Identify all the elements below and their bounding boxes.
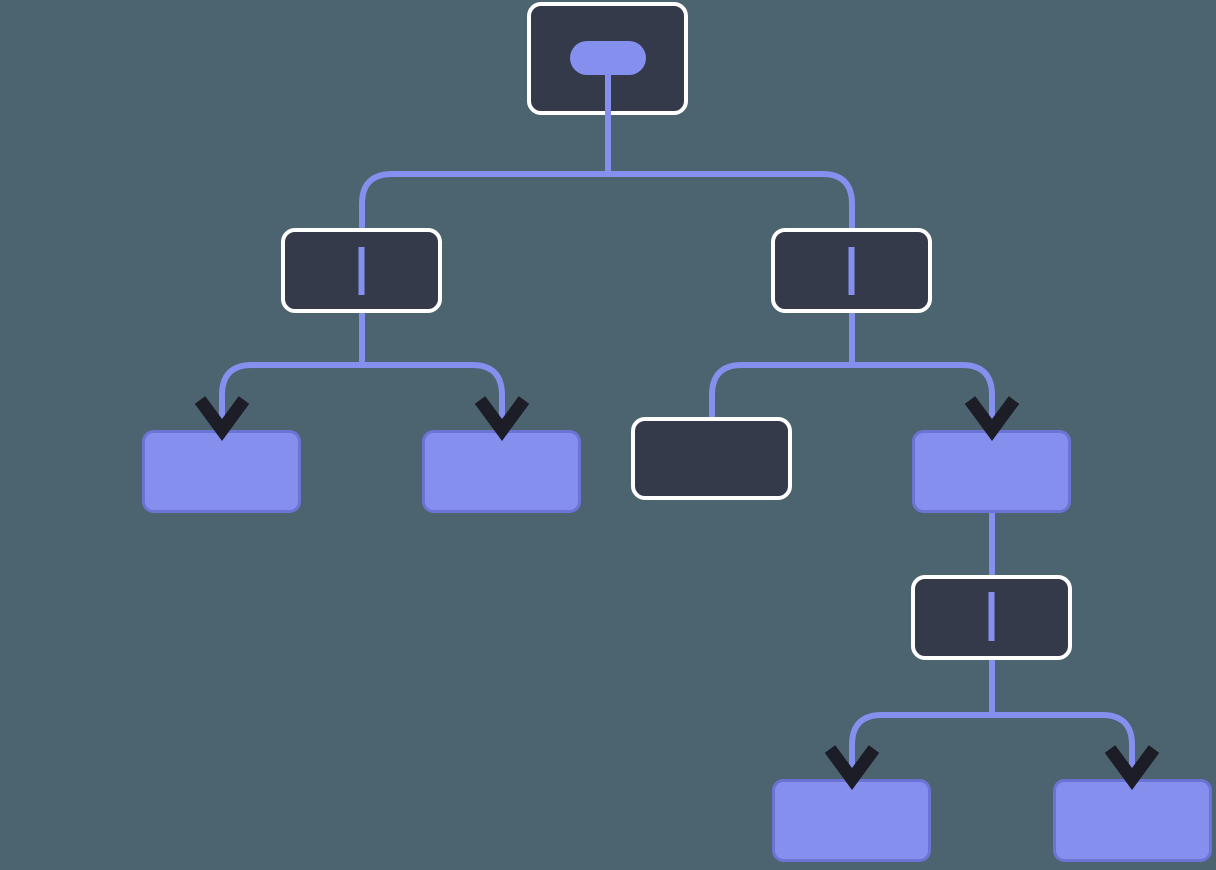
node-root[interactable] — [527, 2, 688, 115]
arrow-icon-arrow-l4-right — [1104, 745, 1160, 790]
node-layer — [142, 2, 1212, 862]
node-l2-a[interactable] — [142, 430, 301, 513]
connector-e-bus2r-c — [709, 362, 852, 419]
connector-e-bus4-left — [849, 712, 992, 781]
node-box-l4-left[interactable] — [772, 779, 931, 862]
node-l3-mid[interactable] — [911, 575, 1072, 660]
node-l4-left[interactable] — [772, 779, 931, 862]
node-box-l2-d[interactable] — [912, 430, 1071, 513]
node-l4-right[interactable] — [1053, 779, 1212, 862]
node-l1-right[interactable] — [771, 228, 932, 313]
node-box-l2-b[interactable] — [422, 430, 581, 513]
connector-e-bus1-right — [608, 171, 855, 313]
connector-e-bus1-left — [359, 171, 608, 313]
connector-e-bus2l-a — [219, 362, 362, 432]
arrow-icon-arrow-l2-a — [194, 396, 250, 441]
arrow-marker-layer — [194, 396, 1160, 790]
node-l1-left[interactable] — [281, 228, 442, 313]
node-pill-root — [570, 41, 646, 75]
node-l2-b[interactable] — [422, 430, 581, 513]
node-box-l2-c[interactable] — [631, 417, 792, 500]
node-box-l4-right[interactable] — [1053, 779, 1212, 862]
arrow-icon-arrow-l4-left — [824, 745, 880, 790]
connector-e-bus4-right — [992, 712, 1135, 781]
node-l2-c[interactable] — [631, 417, 792, 500]
connector-e-bus2r-d — [852, 362, 995, 432]
arrow-icon-arrow-l2-d — [964, 396, 1020, 441]
connector-e-bus2l-b — [362, 362, 505, 432]
arrow-icon-arrow-l2-b — [474, 396, 530, 441]
node-box-l2-a[interactable] — [142, 430, 301, 513]
node-l2-d[interactable] — [912, 430, 1071, 513]
